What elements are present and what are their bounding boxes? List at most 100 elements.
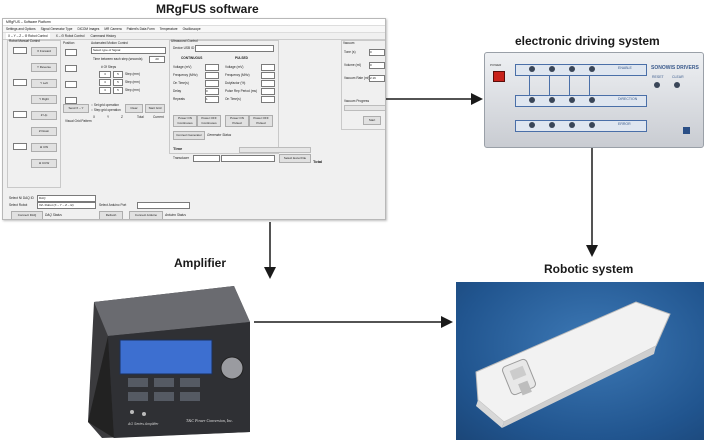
connect-daq-button[interactable]: Connect DAQ xyxy=(11,211,43,219)
x-forward-button[interactable]: X Forward xyxy=(31,47,57,56)
time-label: Time xyxy=(173,146,183,151)
power-off-continuous-button[interactable]: Power OFF Continuous xyxy=(197,115,221,127)
radio-step-grid[interactable]: ○ Step grid operation xyxy=(91,108,121,112)
device-usb-select[interactable] xyxy=(195,45,274,52)
power-on-pulsed-button[interactable]: Power ON Pulsed xyxy=(225,115,249,127)
excel-path-field[interactable] xyxy=(221,155,275,162)
pulse-field[interactable] xyxy=(261,88,275,95)
pulse-field[interactable] xyxy=(261,96,275,103)
daq-select[interactable]: DAQ xyxy=(37,195,96,202)
amp-series-label: AG Series Amplifier xyxy=(128,422,159,426)
power-on-continuous-button[interactable]: Power ON Continuous xyxy=(173,115,197,127)
send-xy-button[interactable]: Send X – Y xyxy=(63,104,89,113)
software-window: MRgFUS – Software Platform Settings and … xyxy=(2,18,386,220)
position-field-theta xyxy=(65,97,77,104)
cont-field[interactable] xyxy=(205,64,219,71)
step-mm-field-z[interactable]: 5 xyxy=(113,87,123,94)
led-icon xyxy=(549,66,555,72)
y-reverse-button[interactable]: Y Reverse xyxy=(31,63,57,72)
time-between-field[interactable]: 20 xyxy=(149,56,165,63)
vac-label: Vacuum Rate (ml) xyxy=(344,76,370,80)
menu-item[interactable]: Signal Generator Type xyxy=(40,27,73,31)
amplifier-device: AG Series Amplifier T&C Power Conversion… xyxy=(84,282,252,442)
window-titlebar: MRgFUS – Software Platform xyxy=(3,19,385,26)
repeats-field[interactable]: 1 xyxy=(205,96,219,103)
clear-button[interactable]: Clear xyxy=(125,104,143,113)
pulse-field[interactable] xyxy=(261,64,275,71)
amplifier-label: Amplifier xyxy=(174,256,227,270)
continuous-title: CONTINUOUS xyxy=(181,56,203,60)
amp-maker-label: T&C Power Conversion, Inc. xyxy=(186,418,233,423)
tab-x-robot[interactable]: X – Θ Robot Control xyxy=(55,34,85,38)
steps-field-x[interactable]: 3 xyxy=(99,71,111,78)
refresh-button[interactable]: Refresh xyxy=(99,211,123,219)
generator-status: Generator Status xyxy=(207,133,232,137)
led-icon xyxy=(549,97,555,103)
connect-generator-button[interactable]: Connect Generator xyxy=(173,131,205,140)
cont-field[interactable] xyxy=(205,80,219,87)
vac-field[interactable]: 0 xyxy=(369,62,385,69)
tab-xyz-robot[interactable]: X – Y – Z – Θ Robot Control xyxy=(6,33,50,39)
led-icon xyxy=(569,97,575,103)
delay-field[interactable]: 0 xyxy=(205,88,219,95)
step-mm-field-y[interactable]: 5 xyxy=(113,79,123,86)
led-icon xyxy=(569,66,575,72)
menu-item[interactable]: Patient's Data Form xyxy=(126,27,155,31)
cont-label: On Time(s) xyxy=(173,81,189,85)
vacuum-progress-bar xyxy=(344,105,385,111)
step-field[interactable] xyxy=(13,47,27,54)
clear-knob-icon xyxy=(674,82,680,88)
driver-label: electronic driving system xyxy=(515,34,660,48)
select-excel-button[interactable]: Select Excel File xyxy=(279,154,311,163)
menu-item[interactable]: Settings and Options xyxy=(6,27,36,31)
radio-set-grid[interactable]: ○ Set grid operation xyxy=(91,103,119,107)
driver-unit: POWER ENABLE DIRECTION ERROR RESET CLEAR… xyxy=(484,52,704,148)
driver-row-label: DIRECTION xyxy=(618,97,638,101)
step-field[interactable] xyxy=(13,79,27,86)
y-right-button[interactable]: Y Right xyxy=(31,95,57,104)
menu-item[interactable]: Oscilloscope xyxy=(182,27,201,31)
theta-ccw-button[interactable]: Θ CCW xyxy=(31,159,57,168)
robot-image xyxy=(456,282,704,440)
z-down-button[interactable]: Z Down xyxy=(31,127,57,136)
y-left-button[interactable]: Y Left xyxy=(31,79,57,88)
step-mm-field-x[interactable]: 5 xyxy=(113,71,123,78)
arduino-status: Arduino Status xyxy=(165,213,186,217)
step-field[interactable] xyxy=(13,111,27,118)
position-field-z xyxy=(65,81,77,88)
led-icon xyxy=(529,122,535,128)
start-grid-button[interactable]: Start Grid xyxy=(145,104,165,113)
power-off-pulsed-button[interactable]: Power OFF Pulsed xyxy=(249,115,273,127)
pulse-field[interactable] xyxy=(261,72,275,79)
steps-field-y[interactable]: 3 xyxy=(99,79,111,86)
cont-field[interactable] xyxy=(205,72,219,79)
software-label: MRgFUS software xyxy=(156,2,259,16)
robot-select[interactable]: XZ- Robot (X – Y – Z – Θ) xyxy=(37,202,96,209)
tab-history[interactable]: Command History xyxy=(90,34,116,38)
vac-field[interactable]: 2.16 xyxy=(369,75,385,82)
menu-item[interactable]: Temperature xyxy=(159,27,178,31)
step-field[interactable] xyxy=(13,143,27,150)
led-icon xyxy=(549,122,555,128)
divider xyxy=(589,76,590,96)
steps-field-z[interactable]: 3 xyxy=(99,87,111,94)
menu-item[interactable]: MR Camera xyxy=(104,27,122,31)
pulse-label: Dutyfactor (%) xyxy=(225,81,246,85)
signal-select[interactable]: Select type of Signal xyxy=(91,47,166,54)
connect-arduino-button[interactable]: Connect Arduino xyxy=(129,211,163,219)
ultrasound-group xyxy=(169,40,279,154)
z-up-button[interactable]: Z Up xyxy=(31,111,57,120)
transducer-select[interactable] xyxy=(193,155,220,162)
vacuum-progress-label: Vacuum Progress xyxy=(344,99,370,103)
theta-cw-button[interactable]: Θ CW xyxy=(31,143,57,152)
automated-title: Automated Motion Control xyxy=(91,41,129,45)
pulse-field[interactable] xyxy=(261,80,275,87)
driver-row-error xyxy=(515,120,647,132)
menu-item[interactable]: DICOM Images xyxy=(77,27,100,31)
vac-field[interactable]: 0 xyxy=(369,49,385,56)
vac-label: Tone (s) xyxy=(344,50,356,54)
arduino-select[interactable] xyxy=(137,202,190,209)
vacuum-start-button[interactable]: Start xyxy=(363,116,381,125)
divider xyxy=(529,76,530,96)
